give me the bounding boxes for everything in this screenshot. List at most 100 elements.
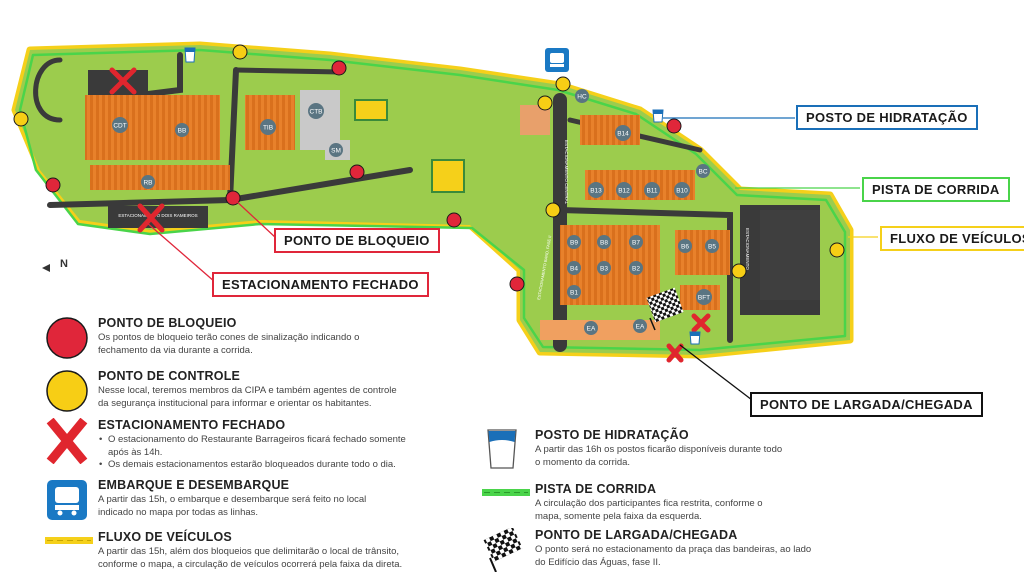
control-point[interactable] (545, 202, 561, 218)
building-label: B12 (618, 187, 630, 194)
block-point[interactable] (509, 276, 525, 292)
control-points[interactable] (13, 44, 845, 279)
control-point[interactable] (829, 242, 845, 258)
building-label: EA (636, 323, 645, 330)
checkered-flag-icon (483, 528, 523, 572)
legend-title: ESTACIONAMENTO FECHADO (98, 418, 286, 432)
building-label: B7 (632, 239, 640, 246)
callout-start-finish: PONTO DE LARGADA/CHEGADA (750, 392, 983, 417)
building-label: B2 (632, 265, 640, 272)
building-marker (141, 175, 155, 189)
control-point[interactable] (731, 263, 747, 279)
legend-desc: A partir das 15h, o embarque e desembarq… (98, 494, 367, 518)
building-label: B13 (590, 187, 602, 194)
building-label: CTB (310, 108, 323, 115)
building-label: SM (331, 147, 341, 154)
building-label: B1 (570, 289, 578, 296)
control-point[interactable] (13, 111, 29, 127)
building-label: BFT (698, 294, 710, 301)
vehicle-flow-icon (45, 537, 93, 544)
building-label: EA (587, 325, 596, 332)
building-marker (260, 119, 276, 135)
building-marker (705, 239, 719, 253)
north-arrow-icon (42, 264, 50, 272)
closed-parking-icon (46, 418, 88, 464)
building-marker (615, 125, 631, 141)
building-marker (329, 143, 343, 157)
building-label: B10 (676, 187, 688, 194)
building-marker (584, 321, 598, 335)
legend-title: EMBARQUE E DESEMBARQUE (98, 478, 290, 492)
closed-parking-icon (109, 67, 137, 95)
closed-parking-icon (691, 313, 711, 333)
closed-parking-icon (137, 203, 165, 233)
building-marker (112, 117, 128, 133)
building-marker (597, 261, 611, 275)
parking-lot-barrageiros (108, 206, 208, 228)
closed-parking-icon (666, 343, 684, 363)
control-point[interactable] (555, 76, 571, 92)
legend-desc: A partir das 16h os postos ficarão dispo… (535, 444, 783, 468)
block-point[interactable] (349, 164, 365, 180)
legend-desc: A partir das 15h, além dos bloqueios que… (98, 546, 403, 570)
legend-desc: Nesse local, teremos membros da CIPA e t… (98, 385, 397, 409)
block-point[interactable] (666, 118, 682, 134)
building-label: BC (698, 168, 707, 175)
building-label: BB (178, 127, 187, 134)
legend-bullet: O estacionamento do Restaurante Barragei… (98, 434, 418, 459)
road-label: ESTACIONAMENTO (745, 228, 750, 270)
building-label: B6 (681, 243, 689, 250)
sports-court (431, 159, 465, 193)
hydration-post-icon[interactable] (184, 47, 196, 63)
hydration-post-icon[interactable] (652, 109, 664, 123)
legend-title: POSTO DE HIDRATAÇÃO (535, 428, 689, 442)
building-marker (567, 261, 581, 275)
legend-title: FLUXO DE VEÍCULOS (98, 530, 232, 544)
building-label: B14 (617, 130, 629, 137)
parking-lot-flags (540, 320, 660, 340)
building-label: B8 (600, 239, 608, 246)
sports-court (354, 99, 388, 121)
control-point[interactable] (232, 44, 248, 60)
building-marker (644, 182, 660, 198)
building-label: HC (577, 93, 587, 100)
race-track (18, 48, 847, 352)
callout-hydration: POSTO DE HIDRATAÇÃO (796, 105, 978, 130)
callout-lines (145, 117, 878, 401)
legend-title: PONTO DE LARGADA/CHEGADA (535, 528, 738, 542)
building-marker (575, 89, 589, 103)
building-marker (674, 182, 690, 198)
legend-desc: O ponto será no estacionamento da praça … (535, 544, 812, 568)
building-marker (629, 235, 643, 249)
block-point[interactable] (331, 60, 347, 76)
start-finish-flag-icon[interactable] (646, 287, 684, 331)
block-points[interactable] (45, 60, 682, 292)
road-label: ESTACIONAMENTO CENTRAL (564, 140, 569, 205)
hydration-post-icon[interactable] (689, 331, 701, 345)
building-marker (678, 239, 692, 253)
callout-vehicle-flow: FLUXO DE VEÍCULOS (880, 226, 1024, 251)
building-marker (696, 164, 710, 178)
building-marker (629, 261, 643, 275)
callout-closed-parking: ESTACIONAMENTO FECHADO (212, 272, 429, 297)
legend-title: PISTA DE CORRIDA (535, 482, 657, 496)
callout-block-point: PONTO DE BLOQUEIO (274, 228, 440, 253)
legend-desc: Os pontos de bloqueio terão cones de sin… (98, 332, 360, 356)
building-label: B5 (708, 243, 716, 250)
north-label: N (60, 258, 68, 270)
control-point-icon (46, 370, 88, 412)
bus-stop-icon[interactable] (545, 48, 569, 72)
legend-bullet: Os demais estacionamentos estarão bloque… (98, 459, 418, 472)
closed-parking-marks (109, 67, 711, 363)
block-point[interactable] (45, 177, 61, 193)
building-marker (567, 285, 581, 299)
building-label: CDT (113, 122, 126, 129)
building-marker (616, 182, 632, 198)
control-point[interactable] (537, 95, 553, 111)
building-marker (696, 289, 712, 305)
building-label: B4 (570, 265, 578, 272)
block-point[interactable] (446, 212, 462, 228)
building-label: B3 (600, 265, 608, 272)
